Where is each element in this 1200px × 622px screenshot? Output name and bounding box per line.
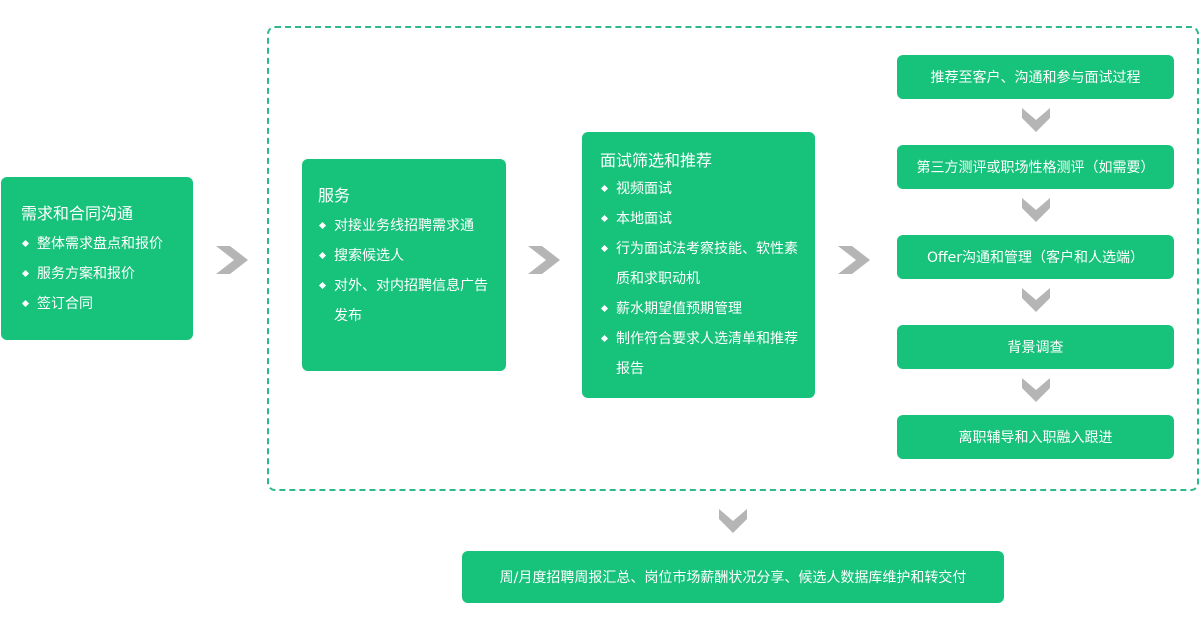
stage-interview-title: 面试筛选和推荐 [600,151,713,170]
step-onboarding-followup: 离职辅导和入职融入跟进 [897,415,1174,459]
stage-service-title: 服务 [318,186,351,205]
step-offer-management: Offer沟通和管理（客户和人选端） [897,235,1174,279]
list-item: 本地面试 [600,204,799,234]
list-item: 薪水期望值预期管理 [600,294,799,324]
list-item: 行为面试法考察技能、软性素质和求职动机 [600,234,799,294]
chevron-down-icon [1022,288,1050,312]
list-item: 视频面试 [600,174,799,204]
chevron-right-icon [216,246,248,274]
list-item: 整体需求盘点和报价 [21,229,193,259]
stage-interview-box: 面试筛选和推荐 视频面试 本地面试 行为面试法考察技能、软性素质和求职动机 薪水… [582,132,815,398]
stage-requirements-box: 需求和合同沟通 整体需求盘点和报价 服务方案和报价 签订合同 [1,177,193,340]
chevron-down-icon [719,509,747,533]
list-item: 对接业务线招聘需求通 [318,211,496,241]
final-reporting-box: 周/月度招聘周报汇总、岗位市场薪酬状况分享、候选人数据库维护和转交付 [462,551,1004,603]
list-item: 对外、对内招聘信息广告发布 [318,271,496,331]
list-item: 搜索候选人 [318,241,496,271]
stage-service-box: 服务 对接业务线招聘需求通 搜索候选人 对外、对内招聘信息广告发布 [302,159,506,371]
list-item: 签订合同 [21,289,193,319]
list-item: 制作符合要求人选清单和推荐报告 [600,324,799,384]
chevron-right-icon [528,246,560,274]
step-background-check: 背景调查 [897,325,1174,369]
chevron-down-icon [1022,378,1050,402]
stage-requirements-title: 需求和合同沟通 [21,204,134,223]
step-recommend-to-client: 推荐至客户、沟通和参与面试过程 [897,55,1174,99]
chevron-down-icon [1022,108,1050,132]
service-process-group [267,26,1199,491]
list-item: 服务方案和报价 [21,259,193,289]
chevron-down-icon [1022,198,1050,222]
chevron-right-icon [838,246,870,274]
step-third-party-assessment: 第三方测评或职场性格测评（如需要） [897,145,1174,189]
